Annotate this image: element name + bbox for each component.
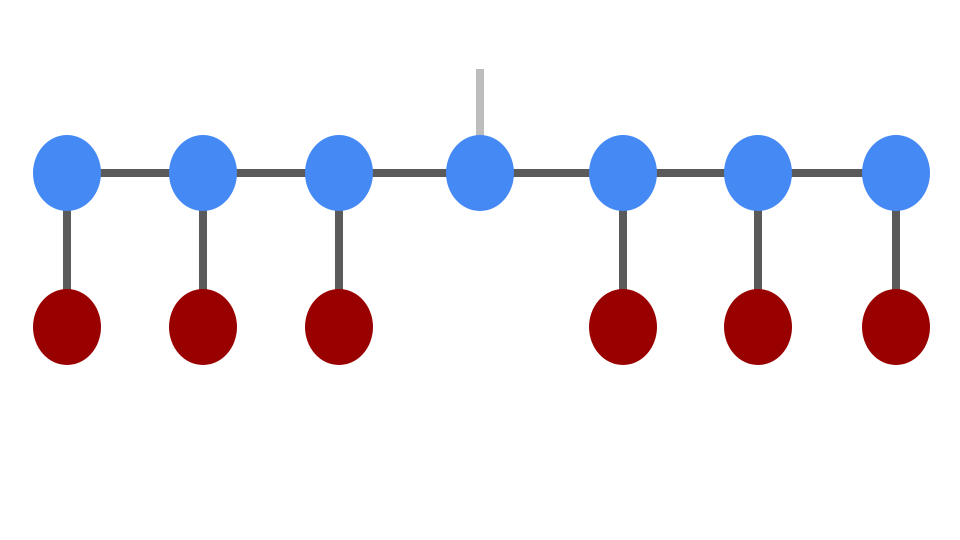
leaf-node-n6	[724, 289, 792, 365]
chain-node-n6	[724, 135, 792, 211]
chain-node-n1	[33, 135, 101, 211]
leaf-node-n7	[862, 289, 930, 365]
leaf-node-n2	[169, 289, 237, 365]
nodes	[33, 135, 930, 365]
chain-node-n5	[589, 135, 657, 211]
chain-node-n4	[446, 135, 514, 211]
leaf-node-n3	[305, 289, 373, 365]
chain-node-n3	[305, 135, 373, 211]
leaf-node-n5	[589, 289, 657, 365]
leaf-node-n1	[33, 289, 101, 365]
chain-node-n7	[862, 135, 930, 211]
chain-node-n2	[169, 135, 237, 211]
